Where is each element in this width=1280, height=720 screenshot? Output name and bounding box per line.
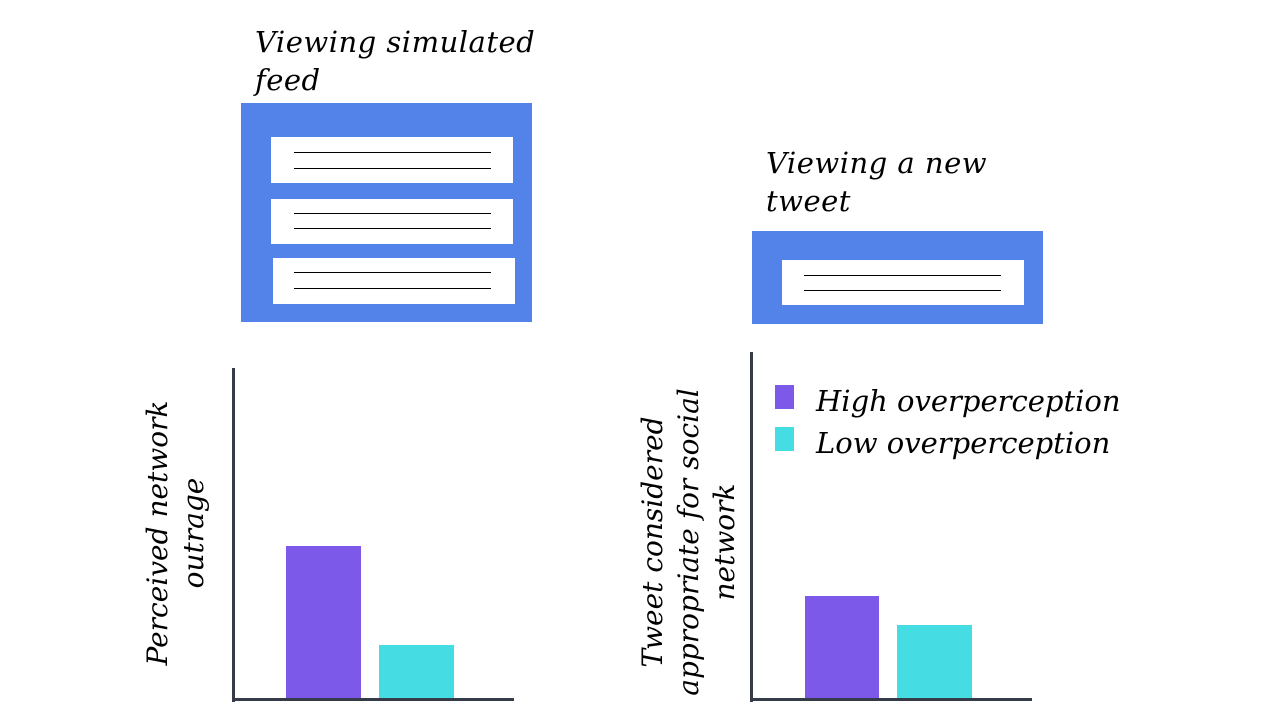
left-caption: Viewing simulated feed [255, 23, 535, 99]
legend-swatch-high [775, 385, 794, 409]
right-caption-line2: tweet [766, 184, 851, 218]
text-line [804, 290, 1001, 291]
feed-tweet-card [271, 199, 513, 244]
left-caption-line2: feed [255, 63, 321, 97]
text-line [804, 275, 1001, 276]
simulated-feed-panel [241, 103, 532, 322]
text-line [294, 213, 491, 214]
right-x-axis [750, 698, 1032, 701]
text-line [294, 228, 491, 229]
right-bar-low [897, 625, 972, 698]
new-tweet-card [782, 260, 1024, 305]
text-line [294, 288, 491, 289]
feed-tweet-card [273, 258, 515, 304]
right-y-axis-label: Tweet considered appropriate for social … [636, 388, 741, 696]
new-tweet-panel [752, 231, 1043, 324]
left-y-axis [232, 368, 235, 702]
left-caption-line1: Viewing simulated [255, 25, 536, 59]
left-bar-low [379, 645, 454, 698]
left-bar-high [286, 546, 361, 698]
legend-swatch-low [775, 427, 794, 451]
left-x-axis [232, 698, 514, 701]
text-line [294, 272, 491, 273]
right-y-axis [750, 352, 753, 702]
left-y-axis-label: Perceived network outrage [141, 400, 210, 666]
text-line [294, 168, 491, 169]
right-caption: Viewing a new tweet [766, 144, 987, 220]
legend-label-high: High overperception [816, 384, 1121, 418]
right-caption-line1: Viewing a new [766, 146, 988, 180]
right-bar-high [805, 596, 879, 698]
feed-tweet-card [271, 137, 513, 183]
legend-label-low: Low overperception [816, 426, 1111, 460]
text-line [294, 152, 491, 153]
